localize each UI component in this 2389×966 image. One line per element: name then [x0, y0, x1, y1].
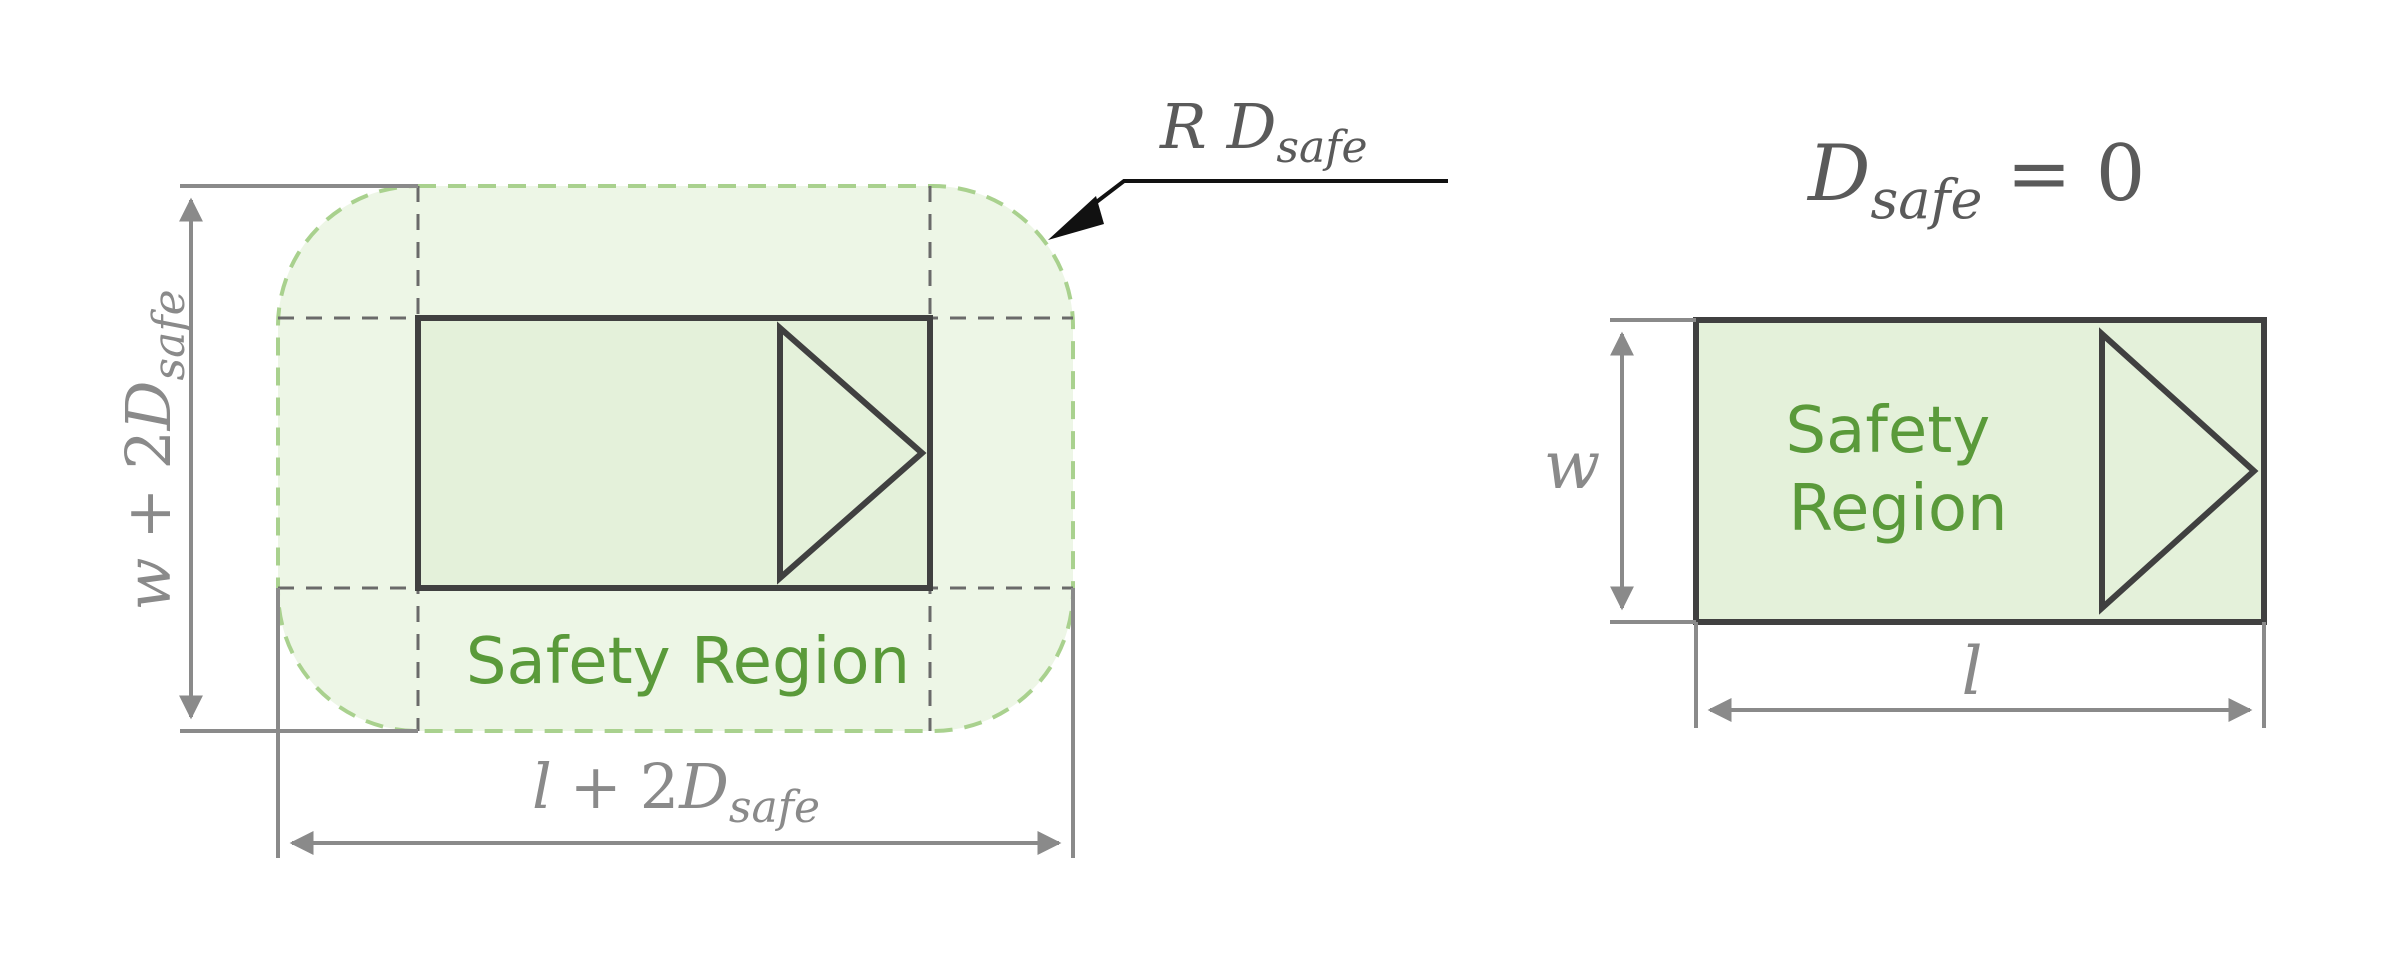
region-label-right: Safety Region: [1785, 394, 2010, 546]
height-dimension-right: w: [1544, 318, 1696, 624]
heading-triangle-icon: [777, 321, 927, 585]
width-dim-label-right: l: [1961, 633, 1982, 710]
height-dimension: w+2Dsafe: [112, 184, 418, 733]
height-dim-label: w+2Dsafe: [112, 289, 195, 610]
region-label: Safety Region: [466, 625, 910, 699]
height-dim-label-right: w: [1544, 427, 1601, 504]
heading-triangle-right-icon: [2099, 327, 2259, 615]
right-diagram: Dsafe=0 Safety Region w l: [1544, 129, 2267, 728]
condition-label: Dsafe=0: [1806, 129, 2145, 231]
width-dimension-right: l: [1694, 622, 2266, 728]
radius-pointer: [1048, 179, 1448, 240]
width-dim-label: l+2Dsafe: [532, 750, 820, 833]
width-dimension: l+2Dsafe: [276, 588, 1075, 858]
radius-pointer-arrowhead: [1048, 196, 1104, 240]
